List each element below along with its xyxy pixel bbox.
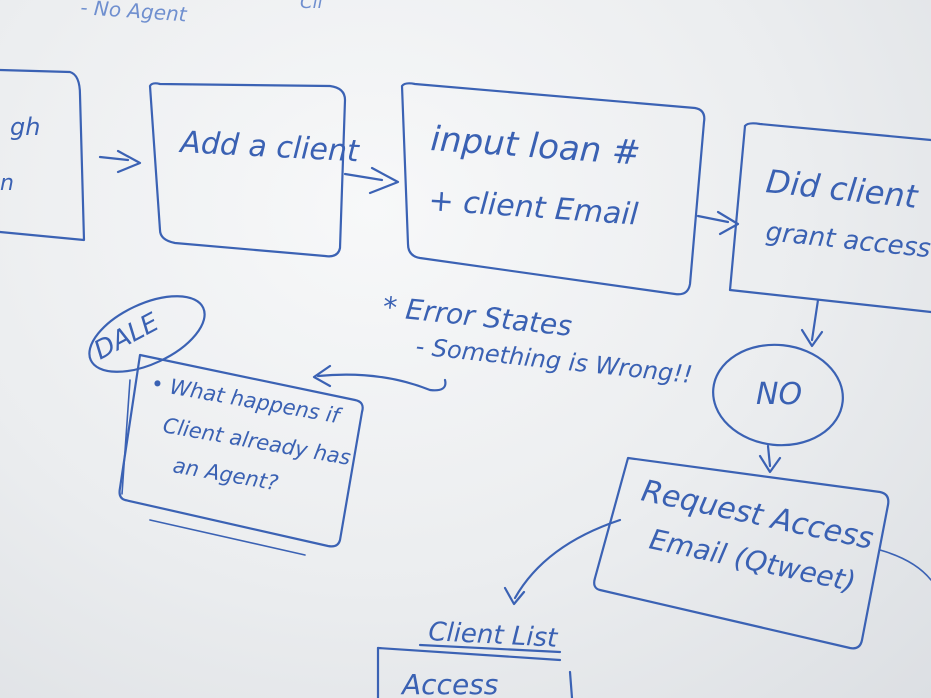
no-decision: NO [712, 343, 844, 447]
arrow-to-add-client [98, 149, 142, 174]
error-states-note: * Error States - Something is Wrong!! [381, 290, 694, 389]
arrow-to-input-loan [343, 166, 400, 195]
add-client-label: Add a client [178, 125, 361, 169]
partial-left-text-1: gh [10, 113, 40, 141]
add-client-box: Add a client [148, 82, 361, 258]
partial-left-text-2: n [0, 171, 14, 196]
input-loan-box: input loan # + client Email [400, 82, 706, 296]
no-label: NO [756, 377, 802, 412]
top-note-right: Cli [300, 0, 323, 13]
arrow-to-dale-note [312, 364, 447, 392]
error-states-title: * Error States [381, 290, 573, 343]
request-access-box: Request Access Email (Qtweet) [593, 456, 890, 650]
input-loan-line-1: input loan # [429, 119, 641, 174]
arrow-to-did-client [696, 210, 740, 236]
arrow-to-no [800, 298, 824, 348]
arrow-to-request [758, 444, 782, 474]
dale-note-line-3: an Agent? [171, 453, 280, 495]
arrow-to-client-list [503, 518, 622, 606]
top-note-left: - No Agent [80, 0, 189, 26]
partial-left-box: gh n [0, 68, 86, 242]
client-list-body: Access [400, 668, 498, 698]
dale-tag: DALE [88, 295, 206, 373]
did-client-line-2: grant access [764, 217, 931, 264]
input-loan-line-2: + client Email [427, 183, 639, 233]
right-edge-curve [879, 549, 931, 581]
did-client-line-1: Did client [764, 162, 920, 216]
did-client-box: Did client grant access [728, 122, 931, 314]
client-list-box: Client List Access [376, 617, 574, 698]
